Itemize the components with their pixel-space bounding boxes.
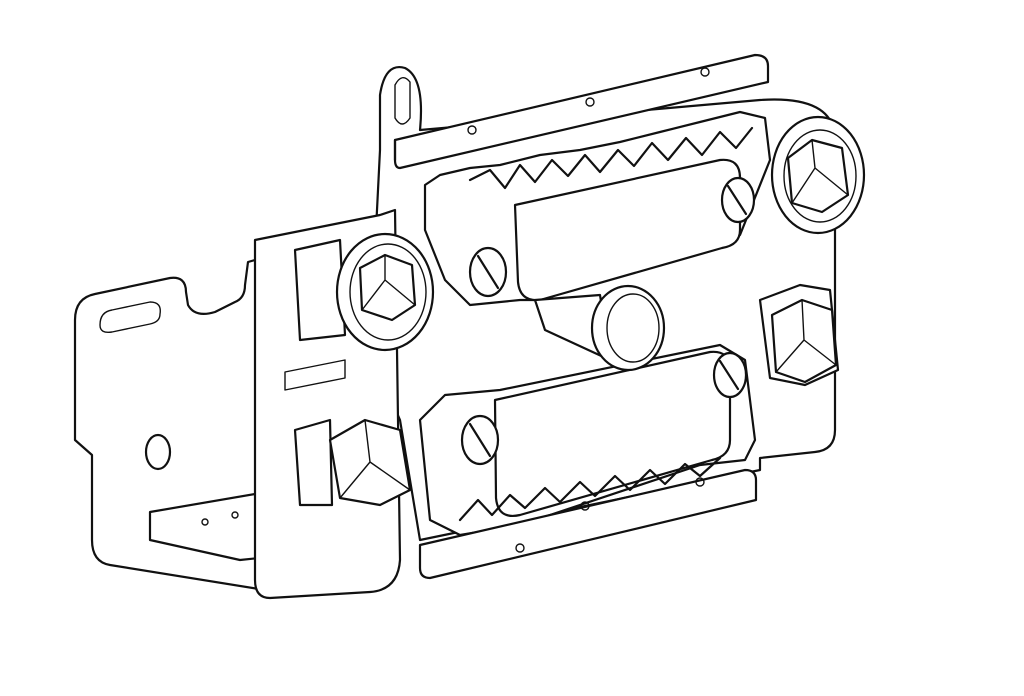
bracket-hole (144, 433, 172, 471)
upper-chain (423, 110, 772, 307)
bottom-bar (418, 468, 758, 580)
hex-bolt-lower-right (758, 283, 840, 387)
center-pin (533, 284, 666, 372)
bracket-slot (99, 301, 161, 334)
hex-bolt-upper-right (770, 115, 866, 235)
upper-link-plate (513, 158, 742, 302)
hex-bolt-lower-left (293, 418, 412, 507)
lower-chain (418, 343, 757, 537)
hex-bolt-upper-left (293, 232, 435, 352)
mount-slot (394, 77, 411, 125)
top-bar (393, 53, 770, 170)
